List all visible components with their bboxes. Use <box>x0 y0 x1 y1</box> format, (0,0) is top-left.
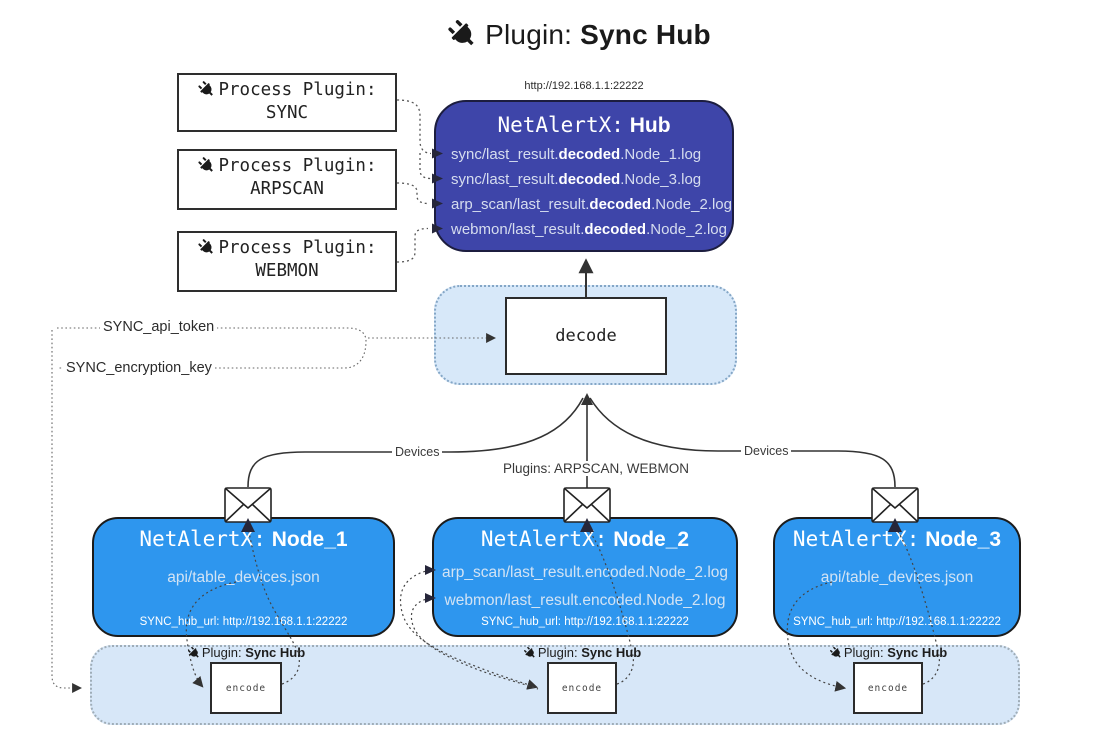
decode-box: decode <box>505 297 667 375</box>
plug-icon <box>523 646 535 658</box>
plug-icon <box>198 239 214 254</box>
encode-box: encode <box>547 662 617 714</box>
band-plugin-label: Plugin: Sync Hub <box>813 645 963 660</box>
node3-box: NetAlertX: Node_3 api/table_devices.json… <box>773 517 1021 637</box>
process-plugin-name: WEBMON <box>255 261 319 281</box>
node1-box: NetAlertX: Node_1 api/table_devices.json… <box>92 517 395 637</box>
process-plugin-label: Process Plugin: <box>218 80 377 100</box>
hub-file-line: webmon/last_result.decoded.Node_2.log <box>451 221 727 238</box>
node-hub-url: SYNC_hub_url: http://192.168.1.1:22222 <box>793 616 1001 628</box>
process-plugin-webmon: Process Plugin: WEBMON <box>177 231 397 292</box>
process-plugin-arpscan: Process Plugin: ARPSCAN <box>177 149 397 210</box>
plug-icon <box>187 646 199 658</box>
plugins-edge-label: Plugins: ARPSCAN, WEBMON <box>500 461 689 476</box>
node-title: NetAlertX: Node_2 <box>480 527 690 551</box>
node-file-list: arp_scan/last_result.encoded.Node_2.log … <box>434 559 736 615</box>
node-file: api/table_devices.json <box>820 569 974 586</box>
band-plugin-label: Plugin: Sync Hub <box>171 645 321 660</box>
encode-box: encode <box>853 662 923 714</box>
process-to-hub-connectors <box>396 99 432 263</box>
devices-label-right: Devices <box>741 444 792 458</box>
hub-title: NetAlertX: Hub <box>436 102 732 138</box>
hub-box: NetAlertX: Hub sync/last_result.decoded.… <box>434 100 734 252</box>
process-plugin-label: Process Plugin: <box>218 238 377 258</box>
hub-title-name: Hub <box>629 114 671 137</box>
hub-title-prefix: NetAlertX: <box>497 113 624 137</box>
process-plugin-sync: Process Plugin: SYNC <box>177 73 397 132</box>
plug-icon <box>829 646 841 658</box>
hub-file-line: sync/last_result.decoded.Node_3.log <box>451 171 702 188</box>
sync-api-token-label: SYNC_api_token <box>100 319 218 335</box>
node-title: NetAlertX: Node_1 <box>139 527 348 551</box>
title-label: Plugin: <box>485 19 573 50</box>
node-title: NetAlertX: Node_3 <box>792 527 1002 551</box>
node-file: arp_scan/last_result.encoded.Node_2.log <box>441 564 729 581</box>
node2-box: NetAlertX: Node_2 arp_scan/last_result.e… <box>432 517 738 637</box>
hub-file-line: sync/last_result.decoded.Node_1.log <box>451 146 702 163</box>
title-name: Sync Hub <box>580 19 711 50</box>
process-plugin-name: ARPSCAN <box>250 179 324 199</box>
sync-encryption-key-label: SYNC_encryption_key <box>63 360 215 376</box>
plug-icon <box>198 81 214 96</box>
hub-file-list: sync/last_result.decoded.Node_1.log sync… <box>436 142 732 242</box>
encode-box: encode <box>210 662 282 714</box>
band-plugin-label: Plugin: Sync Hub <box>507 645 657 660</box>
plug-icon <box>198 157 214 172</box>
node-hub-url: SYNC_hub_url: http://192.168.1.1:22222 <box>139 616 348 628</box>
node-file: webmon/last_result.encoded.Node_2.log <box>444 592 726 609</box>
process-plugin-name: SYNC <box>265 103 309 123</box>
plug-icon <box>448 20 474 46</box>
node-file: api/table_devices.json <box>167 569 320 586</box>
hub-file-line: arp_scan/last_result.decoded.Node_2.log <box>451 196 732 213</box>
process-plugin-label: Process Plugin: <box>218 156 377 176</box>
page-title: Plugin: Sync Hub <box>0 18 1117 51</box>
hub-url-label: http://192.168.1.1:22222 <box>524 80 644 92</box>
node-hub-url: SYNC_hub_url: http://192.168.1.1:22222 <box>481 616 689 628</box>
devices-label-left: Devices <box>392 445 443 459</box>
